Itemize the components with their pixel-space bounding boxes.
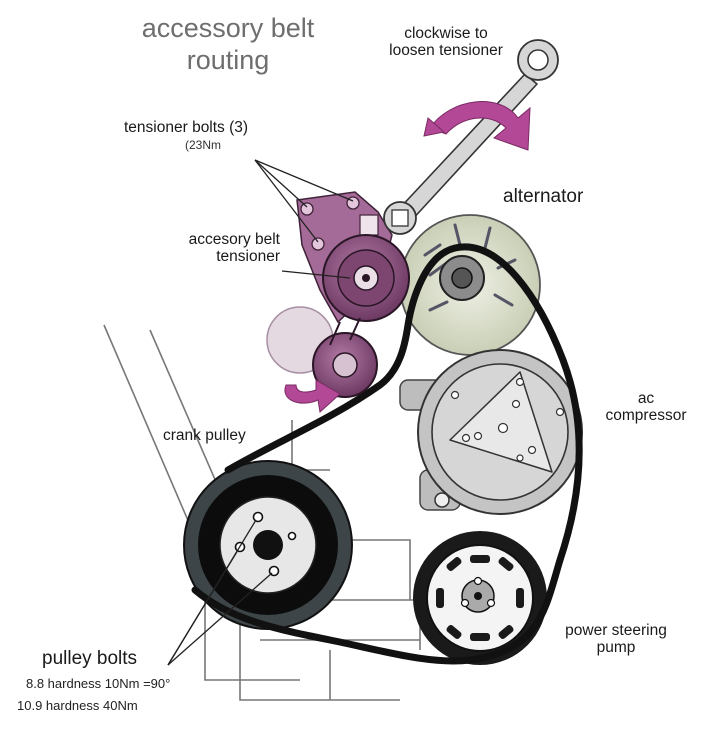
power-steering-label: power steering pump xyxy=(550,622,682,657)
alternator-label: alternator xyxy=(503,186,584,207)
ac-line-2: compressor xyxy=(605,407,687,425)
tensioner-bolts-torque: (23Nm xyxy=(185,138,222,152)
crank-pulley xyxy=(183,460,353,630)
tensioner-label: accesory belt tensioner xyxy=(150,231,280,266)
accessory-belt-tensioner xyxy=(312,234,410,398)
tensioner-bolts-label: tensioner bolts (3) xyxy=(124,119,249,136)
power-steering-line-1: power steering xyxy=(565,622,667,639)
serpentine-belt xyxy=(191,243,583,665)
pulley-bolts-label: pulley bolts xyxy=(42,648,138,669)
tensioner-bolt-icon xyxy=(300,196,360,251)
tensioner-bracket-block xyxy=(359,214,379,236)
leader-lines xyxy=(167,159,354,666)
alternator xyxy=(399,214,541,356)
wrench-note-label: clockwise to loosen tensioner xyxy=(362,25,530,60)
power-steering-line-2: pump xyxy=(596,639,636,657)
crank-pulley-label: crank pulley xyxy=(163,427,246,444)
ac-line-1: ac xyxy=(637,390,655,407)
title-line-1: accessory belt xyxy=(141,13,315,43)
rotation-arrow-icon xyxy=(284,101,531,413)
wrench-note-line-1: clockwise to xyxy=(404,25,488,42)
wrench-note-line-2: loosen tensioner xyxy=(389,42,503,60)
spec-line-1: 8.8 hardness 10Nm =90° xyxy=(26,676,171,691)
tensioner-line-2: tensioner xyxy=(216,248,280,266)
tensioner-line-1: accesory belt xyxy=(188,231,280,248)
spec-line-2: 10.9 hardness 40Nm xyxy=(17,698,138,713)
diagram-title: accessory belt routing xyxy=(100,12,356,77)
ac-compressor-label: ac compressor xyxy=(590,390,702,425)
power-steering-pump xyxy=(413,531,547,665)
ac-compressor xyxy=(399,349,583,515)
title-line-2: routing xyxy=(186,45,270,76)
